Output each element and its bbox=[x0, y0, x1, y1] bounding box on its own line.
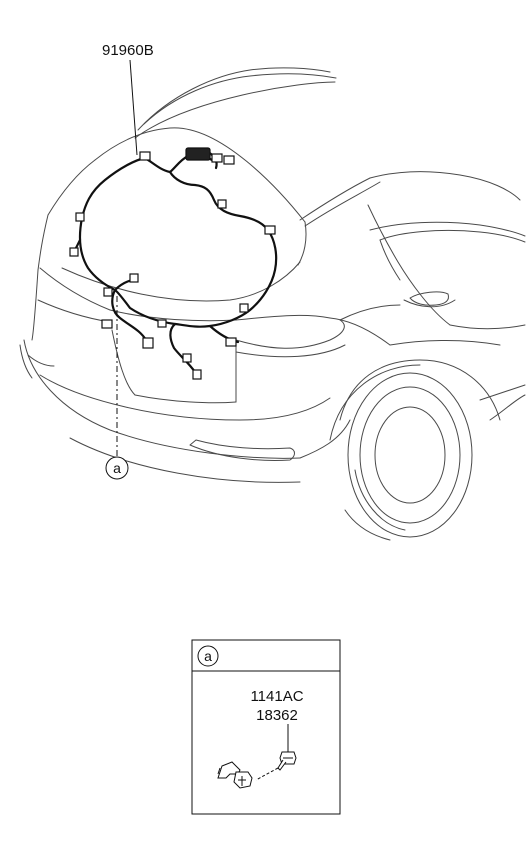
connector bbox=[225, 337, 237, 347]
part-leader bbox=[129, 59, 138, 156]
assembly-dashline bbox=[255, 767, 279, 781]
connector bbox=[103, 287, 113, 297]
part-number-1141AC: 1141AC bbox=[250, 688, 303, 705]
bracket-icon bbox=[217, 761, 253, 789]
connector bbox=[182, 353, 192, 363]
detail-callout-circle bbox=[197, 645, 219, 667]
connector bbox=[239, 303, 249, 313]
connector bbox=[264, 225, 276, 235]
connector bbox=[217, 199, 227, 209]
connector bbox=[142, 337, 154, 349]
harness-connectors bbox=[69, 147, 276, 380]
detail-box-frame bbox=[191, 639, 341, 815]
bolt-icon bbox=[277, 751, 297, 771]
wiring-harness bbox=[72, 148, 278, 374]
detail-box: a 1141AC 18362 bbox=[191, 639, 341, 815]
connector bbox=[129, 273, 139, 283]
callout-letter: a bbox=[113, 460, 121, 476]
connector-cluster bbox=[185, 147, 211, 161]
connector bbox=[69, 247, 79, 257]
connector bbox=[223, 155, 235, 165]
car-body-outline bbox=[19, 67, 526, 541]
connector bbox=[157, 319, 167, 328]
connector bbox=[211, 153, 223, 163]
part-number-label: 91960B bbox=[102, 42, 154, 59]
connector bbox=[101, 319, 113, 329]
connector bbox=[192, 369, 202, 380]
connector bbox=[139, 151, 151, 161]
callout-circle bbox=[105, 456, 129, 480]
detail-callout-letter: a bbox=[204, 648, 212, 664]
part-number-18362: 18362 bbox=[256, 707, 298, 724]
connector bbox=[75, 212, 85, 222]
